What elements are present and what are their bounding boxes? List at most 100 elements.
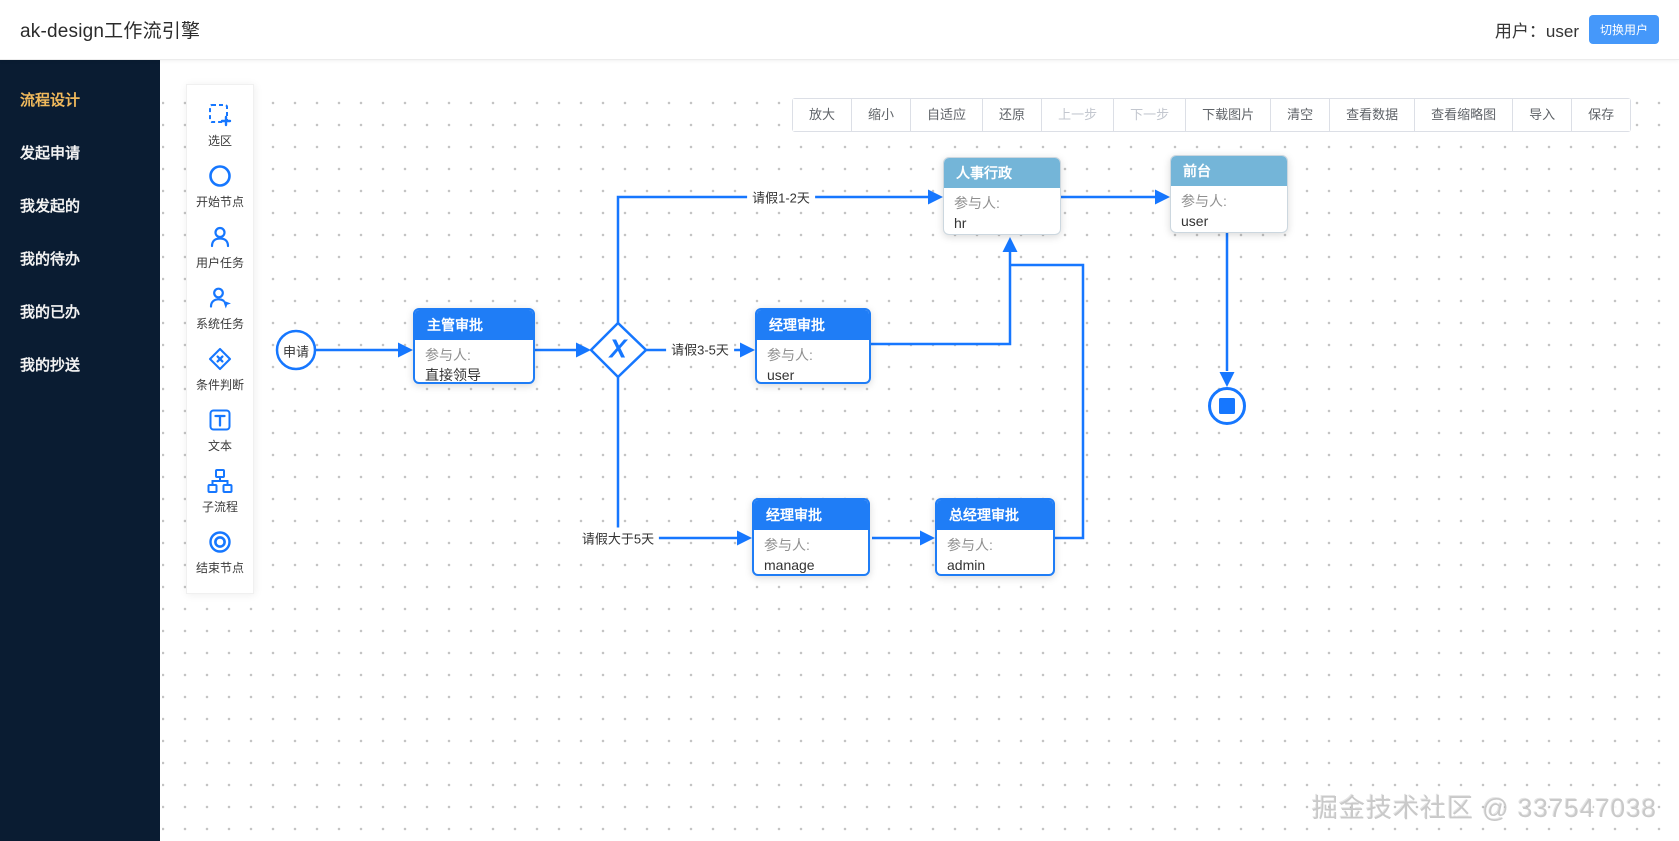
palette-item-subprocess[interactable]: 子流程 — [187, 461, 253, 522]
palette-item-end-node[interactable]: 结束节点 — [187, 522, 253, 583]
clear-button[interactable]: 清空 — [1270, 99, 1330, 131]
end-node-icon — [209, 531, 231, 553]
sidebar-item-my-initiated[interactable]: 我发起的 — [20, 198, 81, 215]
watermark-text: 掘金技术社区 @ 337547038 — [1312, 793, 1657, 823]
edge-gm-to-hr[interactable] — [1011, 263, 1085, 540]
palette-item-text[interactable]: 文本 — [187, 400, 253, 461]
flowchart-layer — [275, 189, 1246, 546]
flow-node-supervisor-approval[interactable]: 主管审批 参与人: 直接领导 — [413, 308, 535, 384]
node-field-value: user — [767, 367, 795, 383]
start-node-circle[interactable] — [275, 329, 317, 371]
node-title: 经理审批 — [754, 500, 868, 530]
node-field-label: 参与人: — [425, 347, 471, 363]
flow-node-manager-approval-2[interactable]: 经理审批 参与人: manage — [752, 498, 870, 576]
palette-item-start-node[interactable]: 开始节点 — [187, 156, 253, 217]
redo-button[interactable]: 下一步 — [1113, 99, 1186, 131]
text-icon — [209, 409, 231, 431]
node-title: 总经理审批 — [937, 500, 1053, 530]
circle-icon — [209, 165, 231, 187]
arrowhead — [1219, 372, 1235, 387]
edge-label-leave-over-5-days[interactable]: 请假大于5天 — [576, 527, 660, 549]
sidebar-item-start-request[interactable]: 发起申请 — [20, 145, 81, 162]
node-field-label: 参与人: — [1181, 193, 1227, 209]
import-button[interactable]: 导入 — [1512, 99, 1572, 131]
edge-gateway-to-hr[interactable] — [616, 195, 929, 323]
node-body: 参与人: admin — [937, 530, 1053, 574]
arrowhead — [398, 342, 413, 358]
palette-item-system-task[interactable]: 系统任务 — [187, 278, 253, 339]
undo-button[interactable]: 上一步 — [1041, 99, 1114, 131]
palette-item-user-task[interactable]: 用户任务 — [187, 217, 253, 278]
edge-label-leave-3-5-days[interactable]: 请假3-5天 — [666, 338, 734, 360]
zoom-in-button[interactable]: 放大 — [793, 99, 852, 131]
node-field-label: 参与人: — [954, 195, 1000, 211]
download-image-button[interactable]: 下载图片 — [1185, 99, 1271, 131]
arrowhead — [737, 530, 752, 546]
palette-item-label: 子流程 — [201, 500, 238, 514]
node-title: 主管审批 — [415, 310, 533, 340]
palette-item-label: 文本 — [207, 439, 232, 453]
node-title: 人事行政 — [944, 158, 1060, 188]
node-field-label: 参与人: — [767, 347, 813, 363]
node-field-label: 参与人: — [764, 537, 810, 553]
canvas-dot-grid — [162, 84, 1679, 841]
palette-item-condition[interactable]: 条件判断 — [187, 339, 253, 400]
node-palette: 选区 开始节点 用户任务 系统任务 — [186, 84, 254, 594]
view-minimap-button[interactable]: 查看缩略图 — [1414, 99, 1513, 131]
flow-canvas[interactable] — [160, 60, 1679, 841]
flow-arrowheads — [398, 189, 1235, 546]
header-user-area: 用户：user 切换用户 — [1495, 15, 1659, 44]
node-title: 前台 — [1171, 156, 1287, 186]
sidebar-item-my-todo[interactable]: 我的待办 — [20, 251, 81, 268]
node-body: 参与人: user — [1171, 186, 1287, 232]
end-node-square — [1219, 398, 1235, 414]
marquee-icon — [209, 104, 232, 127]
gateway-node[interactable] — [589, 321, 648, 379]
start-node[interactable] — [275, 329, 317, 371]
node-field-value: manage — [764, 557, 815, 573]
condition-diamond-icon — [208, 347, 232, 371]
arrowhead — [920, 530, 935, 546]
palette-item-label: 条件判断 — [195, 378, 244, 392]
flow-edges — [315, 195, 1229, 540]
node-field-value: hr — [954, 215, 967, 231]
arrowhead — [928, 189, 943, 205]
switch-user-button[interactable]: 切换用户 — [1588, 15, 1659, 44]
node-body: 参与人: hr — [944, 188, 1060, 234]
edge-gateway-to-manager2[interactable] — [616, 377, 738, 540]
palette-item-label: 选区 — [207, 134, 232, 148]
gateway-diamond[interactable] — [589, 321, 648, 379]
system-user-icon — [209, 287, 231, 309]
edge-label-leave-1-2-days[interactable]: 请假1-2天 — [747, 186, 815, 208]
node-title: 经理审批 — [757, 310, 869, 340]
sidebar-item-my-cc[interactable]: 我的抄送 — [20, 357, 81, 374]
flow-node-front-desk[interactable]: 前台 参与人: user — [1170, 155, 1288, 233]
sidebar-item-process-design[interactable]: 流程设计 — [20, 92, 81, 109]
node-field-value: 直接领导 — [425, 367, 481, 383]
app-header: ak-design工作流引擎 用户：user 切换用户 — [0, 0, 1679, 60]
palette-item-label: 用户任务 — [195, 256, 244, 270]
edge-manager-to-hr[interactable] — [871, 252, 1012, 346]
flow-node-general-manager-approval[interactable]: 总经理审批 参与人: admin — [935, 498, 1055, 576]
sidebar-nav: 流程设计 发起申请 我发起的 我的待办 我的已办 我的抄送 — [0, 60, 160, 841]
gateway-x-label: X — [609, 333, 627, 364]
subprocess-icon — [207, 469, 233, 493]
end-node[interactable] — [1208, 387, 1246, 425]
palette-item-label: 系统任务 — [195, 317, 244, 331]
fit-view-button[interactable]: 自适应 — [910, 99, 983, 131]
node-field-label: 参与人: — [947, 537, 993, 553]
save-button[interactable]: 保存 — [1571, 99, 1631, 131]
view-data-button[interactable]: 查看数据 — [1329, 99, 1415, 131]
palette-item-label: 开始节点 — [195, 195, 244, 209]
zoom-out-button[interactable]: 缩小 — [851, 99, 911, 131]
arrowhead — [1002, 237, 1018, 252]
reset-button[interactable]: 还原 — [982, 99, 1042, 131]
app-title: ak-design工作流引擎 — [20, 21, 201, 42]
flow-node-manager-approval[interactable]: 经理审批 参与人: user — [755, 308, 871, 384]
user-label: 用户：user — [1494, 22, 1579, 41]
node-field-value: admin — [947, 557, 986, 573]
palette-item-marquee[interactable]: 选区 — [187, 95, 253, 156]
sidebar-item-my-done[interactable]: 我的已办 — [20, 304, 81, 321]
flow-node-hr-admin[interactable]: 人事行政 参与人: hr — [943, 157, 1061, 235]
